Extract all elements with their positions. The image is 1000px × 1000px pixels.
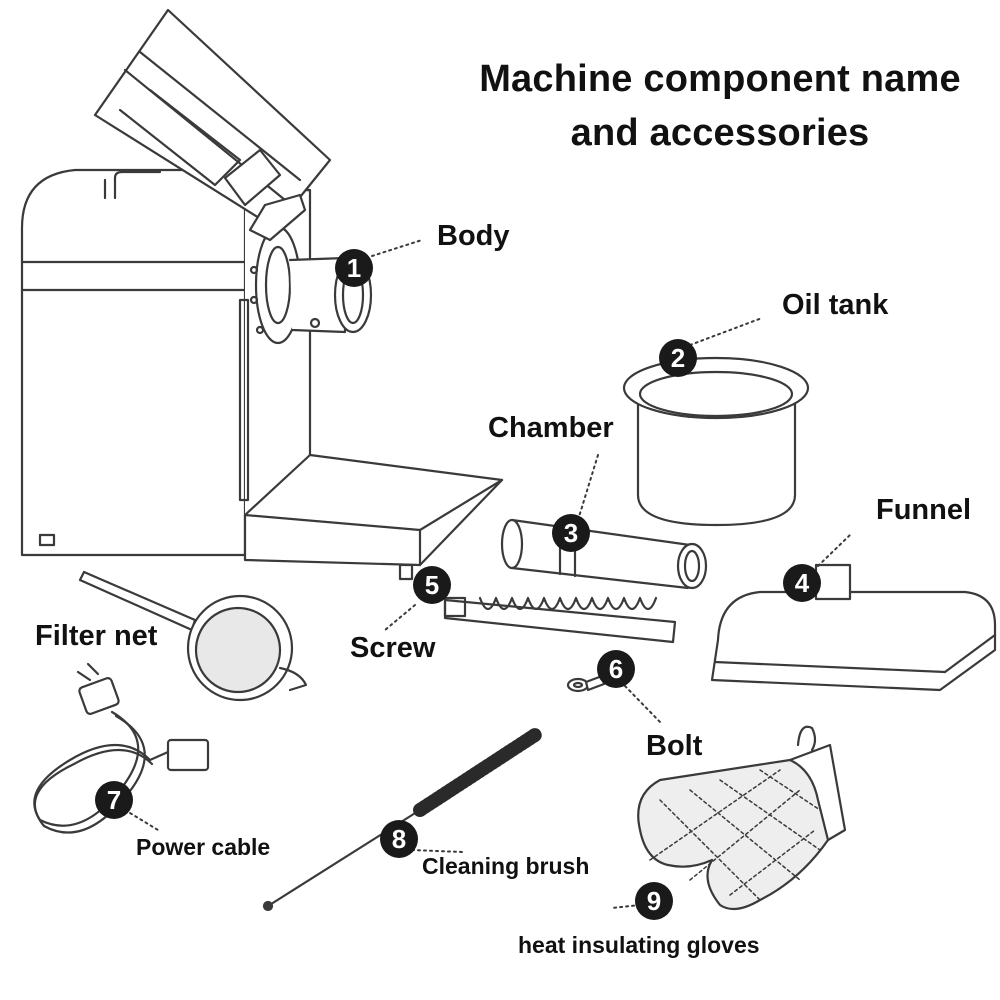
- label-chamber: Chamber: [488, 412, 614, 444]
- badge-7: 7: [95, 781, 133, 819]
- glove-drawing: [637, 725, 847, 911]
- oil-tank-drawing: [622, 356, 810, 527]
- badge-8: 8: [380, 820, 418, 858]
- label-heat-insulating-gloves: heat insulating gloves: [518, 932, 760, 958]
- badge-5: 5: [413, 566, 451, 604]
- badge-6: 6: [597, 650, 635, 688]
- badge-9: 9: [635, 882, 673, 920]
- chamber-drawing: [500, 518, 708, 590]
- label-oil-tank: Oil tank: [782, 289, 889, 321]
- diagram-title: Machine component name and accessories: [440, 52, 1000, 160]
- filter-net-drawing: [78, 570, 308, 702]
- badge-1: 1: [335, 249, 373, 287]
- label-filter-net: Filter net: [35, 620, 158, 652]
- machine-body-drawing: [20, 8, 504, 581]
- leader-lines: [124, 239, 851, 909]
- funnel-drawing: [710, 563, 997, 692]
- title-line-1: Machine component name: [479, 58, 961, 100]
- badge-4: 4: [783, 564, 821, 602]
- title-line-2: and accessories: [570, 112, 870, 154]
- badge-3: 3: [552, 514, 590, 552]
- label-bolt: Bolt: [646, 730, 703, 762]
- screw-drawing: [443, 596, 677, 644]
- label-screw: Screw: [350, 632, 436, 664]
- bolt-drawing: [566, 674, 606, 693]
- label-cleaning-brush: Cleaning brush: [422, 853, 590, 879]
- power-cable-drawing: [33, 662, 210, 834]
- label-body: Body: [437, 220, 510, 252]
- label-funnel: Funnel: [876, 494, 972, 526]
- label-power-cable: Power cable: [136, 834, 271, 860]
- badge-2: 2: [659, 339, 697, 377]
